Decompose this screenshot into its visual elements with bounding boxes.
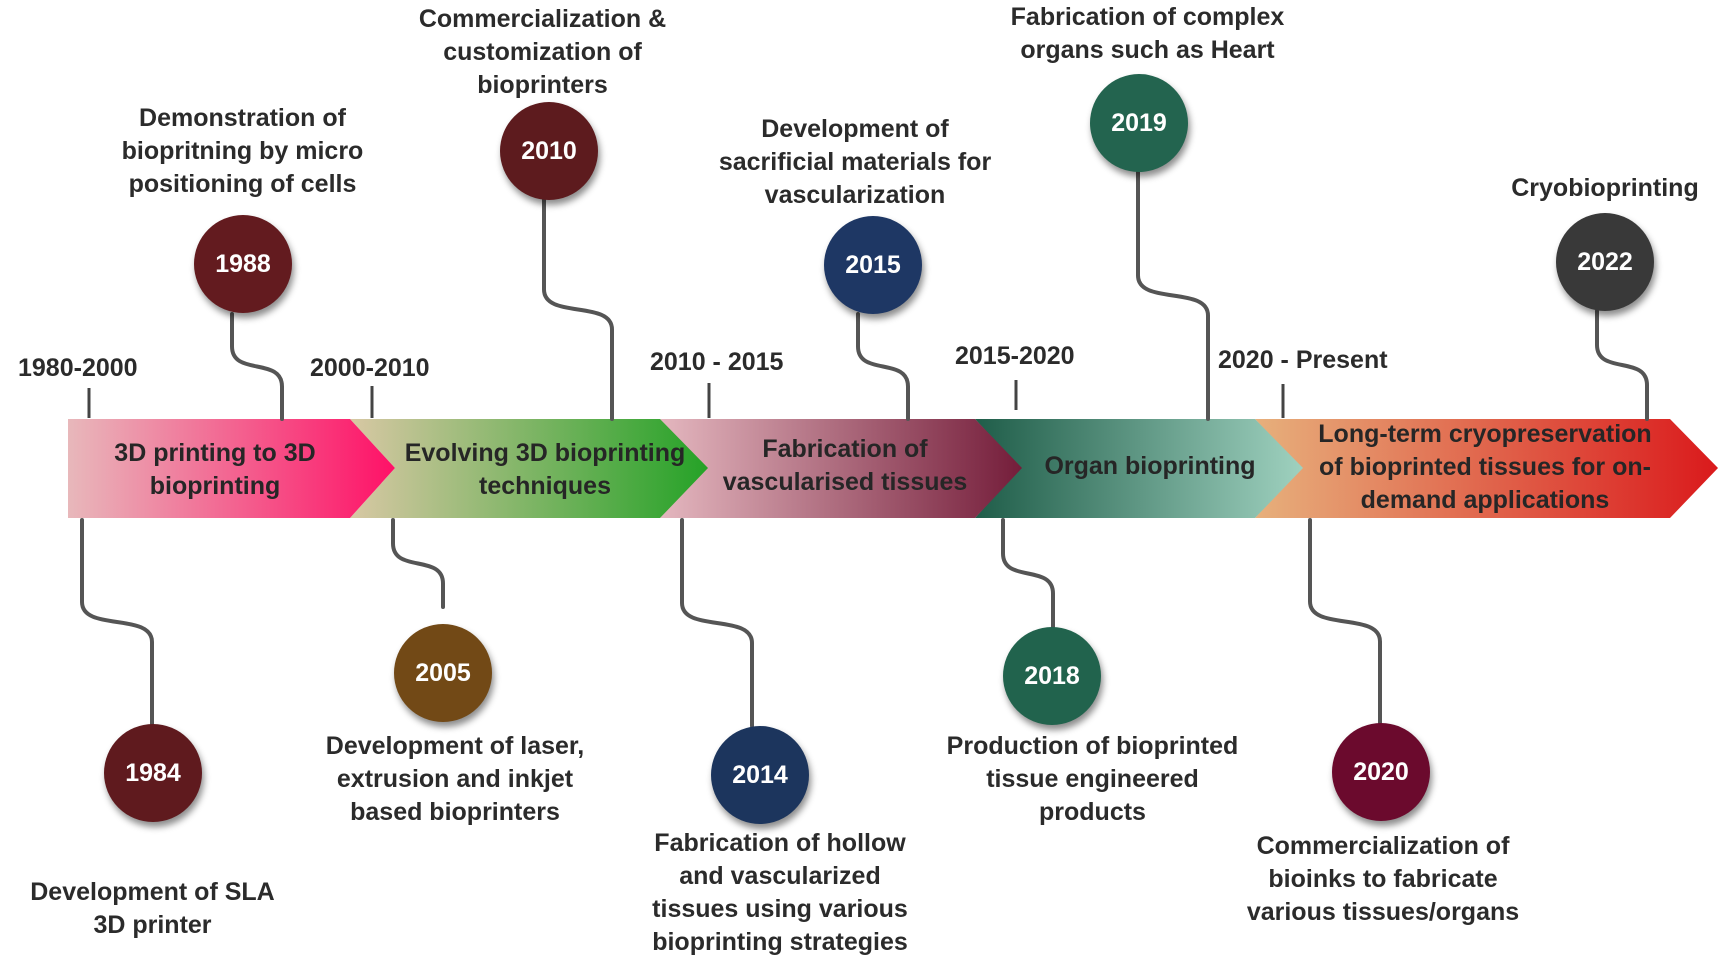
stage-segment-4 [975,419,1303,518]
connector-1984 [80,518,154,726]
era-label-1980-2000: 1980-2000 [18,354,138,382]
milestone-2005-text: Development of laser, extrusion and inkj… [325,732,585,826]
stage-label-3: Fabrication of vascularised tissues [722,435,968,496]
era-label-2020-present: 2020 - Present [1218,346,1388,374]
milestone-2022-circle: 2022 [1556,213,1654,311]
milestone-2020-text: Commercialization of bioinks to fabricat… [1246,832,1520,926]
stage-label-5: Long-term cryopreservation of bioprinted… [1318,420,1652,514]
stage-label-4: Organ bioprinting [1044,452,1256,480]
milestone-2010-circle: 2010 [500,102,598,200]
connector-2022 [1595,309,1649,421]
era-label-2010-2015: 2010 - 2015 [650,348,784,376]
milestone-2015-text: Development of sacrificial materials for… [718,115,992,209]
milestone-1988-circle: 1988 [194,215,292,313]
stage-segment-1 [68,419,395,518]
milestone-2020-circle: 2020 [1332,723,1430,821]
milestone-1984-text: Development of SLA 3D printer [30,878,275,939]
connector-2018 [1001,518,1055,629]
connector-2010 [542,198,614,421]
milestone-2010-text: Commercialization & customization of bio… [418,5,667,99]
connector-2019 [1136,170,1210,421]
milestone-2015-circle: 2015 [824,216,922,314]
milestone-1984-circle: 1984 [104,724,202,822]
stage-segment-5 [1255,419,1718,518]
connector-2015 [856,312,910,421]
milestone-2018-text: Production of bioprinted tissue engineer… [946,732,1239,826]
milestone-2014-circle: 2014 [711,726,809,824]
connector-2020 [1308,518,1382,725]
milestone-2019-text: Fabrication of complex organs such as He… [1010,3,1285,64]
era-label-2000-2010: 2000-2010 [310,354,430,382]
stage-segment-3 [660,419,1022,518]
milestone-2005-circle: 2005 [394,624,492,722]
milestone-2018-circle: 2018 [1003,627,1101,725]
milestone-1988-text: Demonstration of biopritning by micro po… [121,104,364,198]
milestone-2014-text: Fabrication of hollow and vascularized t… [652,829,908,956]
connector-2005 [391,518,445,609]
stage-segment-2 [350,419,708,518]
era-label-2015-2020: 2015-2020 [955,342,1075,370]
milestone-2019-circle: 2019 [1090,74,1188,172]
connector-2014 [680,518,754,728]
stage-label-2: Evolving 3D bioprinting techniques [404,439,686,500]
connector-1988 [230,312,284,421]
stage-label-1: 3D printing to 3D bioprinting [114,439,316,500]
milestone-2022-text: Cryobioprinting [1511,174,1699,202]
